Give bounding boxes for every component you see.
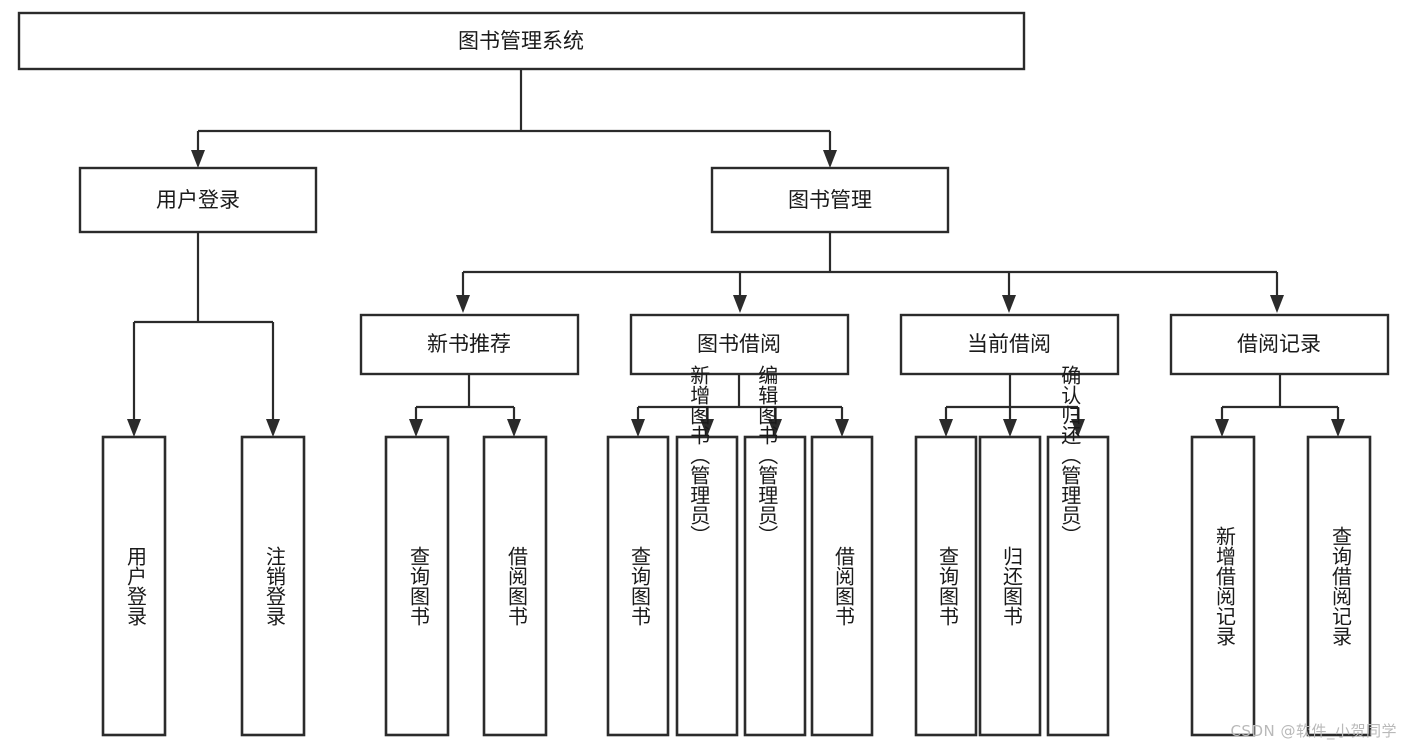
- arrow-head-book-mgmt: [823, 150, 837, 168]
- leaf-borrow-book-recommend-label: 借阅图书: [505, 546, 529, 626]
- node-borrow-record[interactable]: 借阅记录: [1169, 313, 1390, 376]
- arrow-head-leaf-confirm-return: [1071, 419, 1085, 437]
- node-new-book-recommend[interactable]: 新书推荐: [359, 313, 580, 376]
- leaf-node-edit-book[interactable]: 编辑图书（管理员）: [743, 365, 807, 737]
- leaf-user-login-label: 用户登录: [124, 546, 148, 626]
- node-root-label: 图书管理系统: [458, 29, 584, 53]
- leaf-add-borrow-record-label: 新增借阅记录: [1213, 526, 1237, 646]
- leaf-add-book-label: 新增图书（管理员）: [687, 365, 711, 545]
- connector-group-root: [191, 69, 837, 168]
- arrow-head-borrow-record: [1270, 295, 1284, 313]
- leaf-node-query-book-recommend[interactable]: 查询图书: [384, 435, 450, 737]
- leaf-edit-book-box: [743, 435, 807, 737]
- leaf-query-book-recommend-box: [384, 435, 450, 737]
- leaf-node-query-borrow-record[interactable]: 查询借阅记录: [1306, 435, 1372, 737]
- arrow-head-leaf-borrow-book-1: [507, 419, 521, 437]
- leaf-confirm-return-label: 确认归还（管理员）: [1058, 365, 1082, 545]
- arrow-head-book-borrow: [733, 295, 747, 313]
- node-current-borrow-label: 当前借阅: [967, 332, 1051, 356]
- leaf-node-borrow-book[interactable]: 借阅图书: [810, 435, 874, 737]
- arrow-head-leaf-query-book-2: [631, 419, 645, 437]
- arrow-head-current-borrow: [1002, 295, 1016, 313]
- leaf-node-query-book-current[interactable]: 查询图书: [914, 435, 978, 737]
- leaf-node-borrow-book-recommend[interactable]: 借阅图书: [482, 435, 548, 737]
- leaf-query-book-recommend-label: 查询图书: [407, 546, 431, 626]
- node-root-box: [17, 11, 1026, 71]
- leaf-query-borrow-record-box: [1306, 435, 1372, 737]
- connector-group-book-borrow: [631, 374, 849, 437]
- leaf-node-logout[interactable]: 注销登录: [240, 435, 306, 737]
- leaf-query-borrow-record-label: 查询借阅记录: [1329, 526, 1353, 646]
- leaf-node-add-book[interactable]: 新增图书（管理员）: [675, 365, 739, 737]
- leaf-query-book-current-box: [914, 435, 978, 737]
- leaf-confirm-return-box: [1046, 435, 1110, 737]
- node-current-borrow-box: [899, 313, 1120, 376]
- node-new-book-recommend-label: 新书推荐: [427, 332, 511, 356]
- node-book-borrow-box: [629, 313, 850, 376]
- leaf-user-login-box: [101, 435, 167, 737]
- node-book-management[interactable]: 图书管理: [710, 166, 950, 234]
- node-book-borrow-label: 图书借阅: [697, 332, 781, 356]
- leaf-query-book-borrow-label: 查询图书: [628, 546, 652, 626]
- connector-group-user-login: [127, 232, 280, 437]
- leaf-logout-box: [240, 435, 306, 737]
- arrow-head-leaf-query-record: [1331, 419, 1345, 437]
- arrow-head-leaf-add-book: [700, 419, 714, 437]
- leaf-borrow-book-label: 借阅图书: [832, 546, 856, 626]
- leaf-query-book-borrow-box: [606, 435, 670, 737]
- leaf-add-borrow-record-box: [1190, 435, 1256, 737]
- arrow-head-leaf-query-book-1: [409, 419, 423, 437]
- node-current-borrow[interactable]: 当前借阅: [899, 313, 1120, 376]
- leaf-borrow-book-recommend-box: [482, 435, 548, 737]
- node-root-system[interactable]: 图书管理系统: [17, 11, 1026, 71]
- connector-group-borrow-record: [1215, 374, 1345, 437]
- arrow-head-leaf-logout: [266, 419, 280, 437]
- leaf-node-query-book-borrow[interactable]: 查询图书: [606, 435, 670, 737]
- leaf-add-book-box: [675, 435, 739, 737]
- arrow-head-new-book: [456, 295, 470, 313]
- leaf-logout-label: 注销登录: [263, 546, 287, 626]
- node-user-login-box: [78, 166, 318, 234]
- arrow-head-leaf-add-record: [1215, 419, 1229, 437]
- connector-group-new-book: [409, 374, 521, 437]
- arrow-head-user-login: [191, 150, 205, 168]
- leaf-node-return-book[interactable]: 归还图书: [978, 435, 1042, 737]
- leaf-query-book-current-label: 查询图书: [936, 546, 960, 626]
- node-book-borrow[interactable]: 图书借阅: [629, 313, 850, 376]
- leaf-node-confirm-return[interactable]: 确认归还（管理员）: [1046, 365, 1110, 737]
- arrow-head-leaf-edit-book: [768, 419, 782, 437]
- arrow-head-leaf-user-login: [127, 419, 141, 437]
- connector-group-current-borrow: [939, 374, 1085, 437]
- leaf-return-book-label: 归还图书: [1000, 546, 1024, 626]
- leaf-edit-book-label: 编辑图书（管理员）: [755, 365, 779, 545]
- node-book-management-box: [710, 166, 950, 234]
- node-user-login[interactable]: 用户登录: [78, 166, 318, 234]
- leaf-node-user-login[interactable]: 用户登录: [101, 435, 167, 737]
- arrow-head-leaf-return-book: [1003, 419, 1017, 437]
- arrow-head-leaf-query-book-3: [939, 419, 953, 437]
- node-borrow-record-box: [1169, 313, 1390, 376]
- node-new-book-recommend-box: [359, 313, 580, 376]
- connector-group-book-mgmt: [456, 232, 1284, 313]
- leaf-return-book-box: [978, 435, 1042, 737]
- leaf-borrow-book-box: [810, 435, 874, 737]
- node-user-login-label: 用户登录: [156, 188, 240, 212]
- arrow-head-leaf-borrow-book-2: [835, 419, 849, 437]
- node-book-management-label: 图书管理: [788, 188, 872, 212]
- node-borrow-record-label: 借阅记录: [1237, 332, 1321, 356]
- leaf-node-add-borrow-record[interactable]: 新增借阅记录: [1190, 435, 1256, 737]
